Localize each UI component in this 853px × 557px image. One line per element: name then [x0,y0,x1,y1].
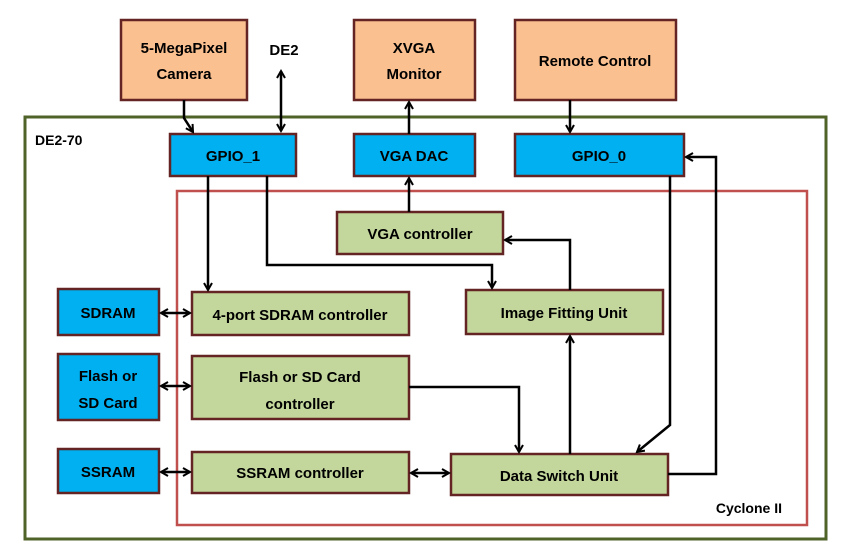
remote-control-block: Remote Control [513,18,678,102]
flash-sd-card-controller-block: Flash or SD Card controller [190,354,411,421]
sdram-controller-block: 4-port SDRAM controller [190,290,411,337]
arrow-gpio1-to-imagefitting [265,176,492,288]
flash-controller-label-line2: controller [265,396,334,413]
sdram-block: SDRAM [56,287,161,337]
gpio-1-label: GPIO_1 [206,148,260,165]
camera-label-line2: Camera [156,66,212,83]
gpio-1-block: GPIO_1 [168,132,298,178]
monitor-block: XVGA Monitor [352,18,477,102]
data-switch-unit-block: Data Switch Unit [449,452,670,497]
gpio-0-block: GPIO_0 [513,132,686,178]
cyclone-ii-fpga-frame [175,189,809,527]
image-fitting-unit-block: Image Fitting Unit [464,288,665,336]
flash-controller-label-line1: Flash or SD Card [239,369,361,386]
flash-sd-card-block: Flash or SD Card [56,352,161,422]
arrow-flashctrl-to-dataswitch [409,385,519,452]
vga-dac-label: VGA DAC [380,148,449,165]
image-fitting-unit-label: Image Fitting Unit [501,305,628,322]
vga-controller-block: VGA controller [335,210,505,256]
monitor-label-line2: Monitor [387,66,442,83]
data-switch-unit-label: Data Switch Unit [500,468,618,485]
de2-70-board-frame [23,115,828,541]
sdram-controller-label: 4-port SDRAM controller [212,307,387,324]
fpga-frame-label: Cyclone II [716,500,782,516]
de2-label: DE2 [269,42,298,59]
ssram-controller-label: SSRAM controller [236,465,364,482]
vga-dac-block: VGA DAC [352,132,477,178]
ssram-block: SSRAM [56,447,161,495]
camera-label-line1: 5-MegaPixel [141,40,228,57]
flash-label-line2: SD Card [78,395,137,412]
ssram-controller-block: SSRAM controller [190,450,411,495]
arrow-dataswitch-to-gpio0 [668,157,718,476]
camera-block: 5-MegaPixel Camera [119,18,249,102]
gpio-0-label: GPIO_0 [572,148,626,165]
remote-control-label: Remote Control [539,53,652,70]
ssram-label: SSRAM [81,464,135,481]
board-frame-label: DE2-70 [35,132,83,148]
arrow-imagefitting-to-vgactrl [505,240,572,290]
sdram-label: SDRAM [81,305,136,322]
monitor-label-line1: XVGA [393,40,436,57]
arrow-camera-to-gpio1 [182,100,193,132]
vga-controller-label: VGA controller [367,226,472,243]
arrow-gpio0-to-dataswitch [637,176,672,452]
flash-label-line1: Flash or [79,368,138,385]
